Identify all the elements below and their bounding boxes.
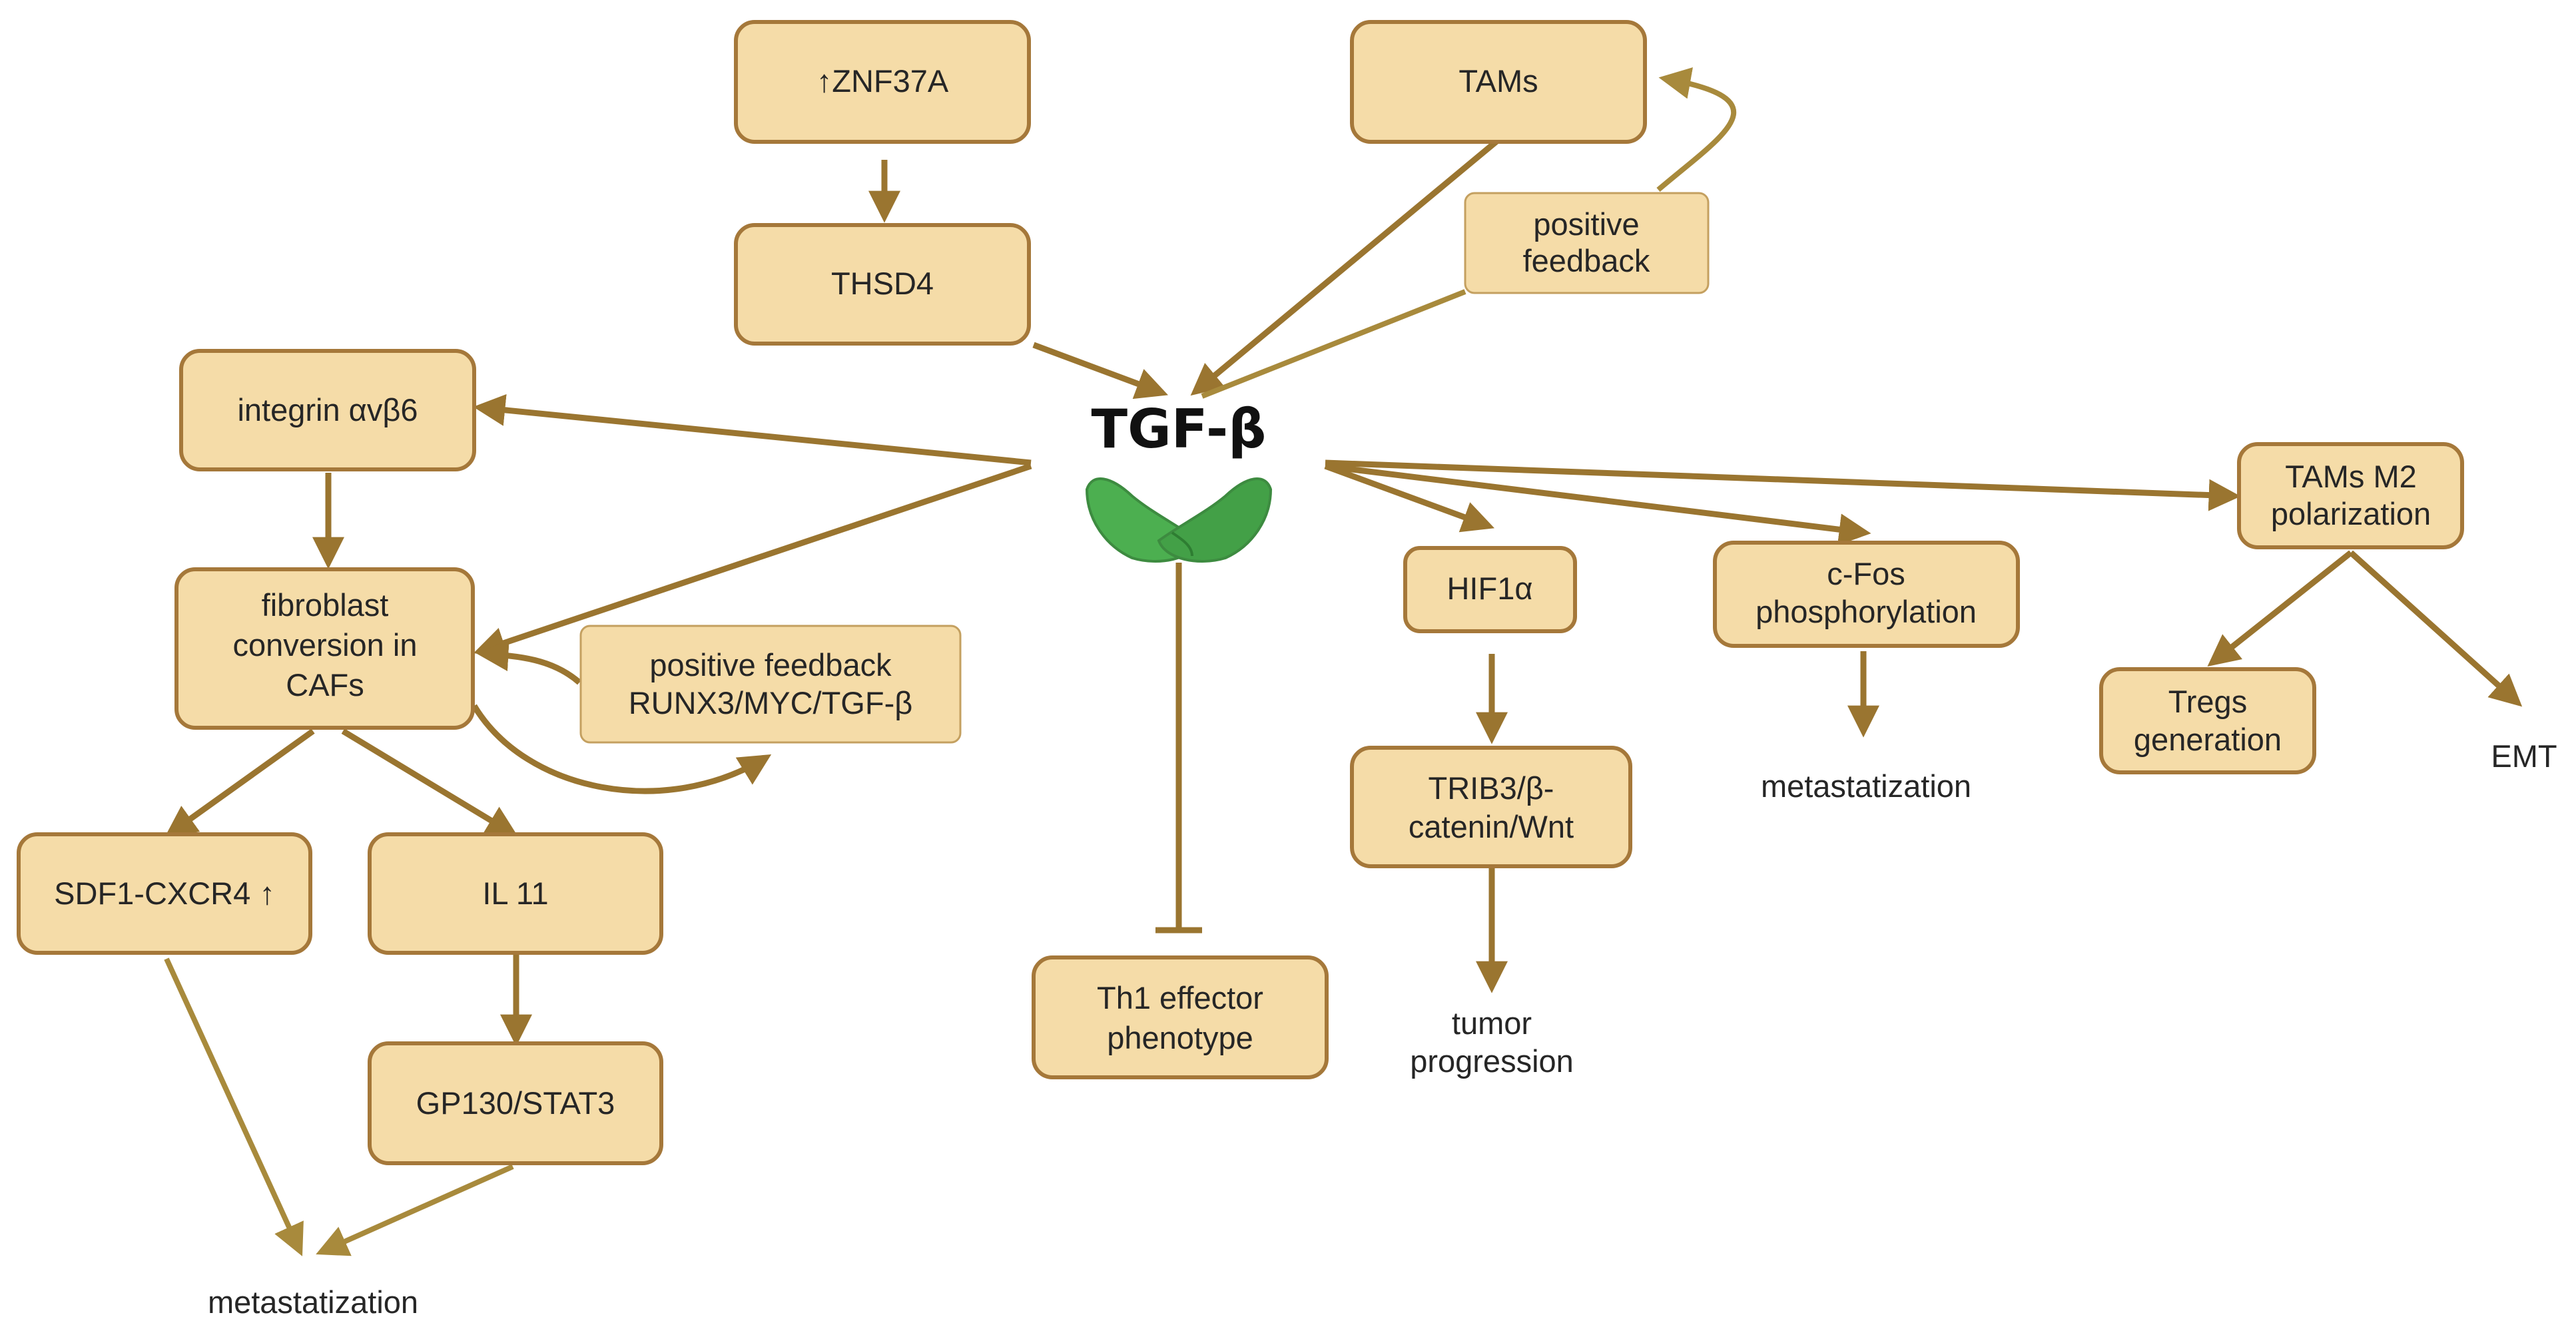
node-hif1a-label: HIF1α [1447,571,1532,606]
edge-fibroblast-sdf1 [164,728,315,838]
node-sdf1[interactable]: SDF1-CXCR4 ↑ [17,832,312,955]
node-positive-feedback-tams-line1: positive [1533,206,1639,242]
edge-feedback-tgfb [1201,289,1466,399]
inhibition-tgfb-th1 [1155,563,1202,934]
edge-tams-tgfb [1190,137,1500,396]
node-th1-line2: phenotype [1107,1020,1253,1055]
edge-feedback-tams [1656,67,1737,192]
node-trib3[interactable]: TRIB3/β- catenin/Wnt [1350,746,1632,868]
node-fibroblast[interactable]: fibroblast conversion in CAFs [174,567,475,730]
edge-tgfb-tams-m2 [1325,459,2241,511]
node-cfos-line2: phosphorylation [1756,594,1977,629]
node-th1[interactable]: Th1 effector phenotype [1032,955,1329,1079]
node-il11[interactable]: IL 11 [368,832,663,955]
node-fibroblast-line1: fibroblast [262,587,389,623]
node-trib3-line1: TRIB3/β- [1429,770,1554,806]
node-znf37a-label: ↑ZNF37A [816,63,949,99]
edge-tams-m2-emt [2348,550,2523,707]
node-tams-label: TAMs [1458,63,1538,99]
edge-tgfb-fibroblast [473,463,1032,659]
node-thsd4[interactable]: THSD4 [734,223,1031,346]
tgf-beta-title: TGF-β [1092,398,1267,460]
edge-fibroblast-runx3 [472,704,772,794]
node-thsd4-label: THSD4 [831,266,934,301]
receptor-icon [1085,477,1273,563]
tgf-beta-node[interactable]: TGF-β [1085,398,1273,563]
edge-gp130-metastatization [316,1164,514,1256]
node-metastatization-left: metastatization [208,1284,418,1320]
edge-tams-m2-tregs [2207,550,2353,667]
node-fibroblast-line2: conversion in [233,627,418,663]
edge-tgfb-hif1a [1324,463,1495,533]
node-positive-feedback-tams-line2: feedback [1523,243,1650,278]
node-trib3-line2: catenin/Wnt [1409,809,1574,844]
node-gp130-label: GP130/STAT3 [416,1085,615,1121]
node-cfos-line1: c-Fos [1827,556,1905,591]
edge-tgfb-integrin [473,394,1032,466]
edge-fibroblast-il11 [341,728,519,837]
node-fibroblast-line3: CAFs [286,667,364,702]
node-integrin-label: integrin αvβ6 [237,392,418,427]
node-hif1a[interactable]: HIF1α [1403,546,1577,633]
node-positive-feedback-runx3-line1: positive feedback [649,647,892,682]
node-tams[interactable]: TAMs [1350,20,1647,144]
node-integrin[interactable]: integrin αvβ6 [179,349,476,471]
node-tams-m2-line2: polarization [2271,496,2431,531]
node-sdf1-label: SDF1-CXCR4 ↑ [54,876,275,911]
edges [164,67,2523,1256]
edge-runx3-fibroblast [476,639,581,685]
edge-sdf1-metastatization [164,957,304,1256]
edge-thsd4-tgfb [1032,342,1168,400]
node-tregs[interactable]: Tregs generation [2099,667,2316,774]
node-tregs-line2: generation [2134,722,2282,757]
node-tregs-line1: Tregs [2168,684,2247,719]
node-positive-feedback-runx3-line2: RUNX3/MYC/TGF-β [629,685,913,720]
node-znf37a[interactable]: ↑ZNF37A [734,20,1031,144]
node-metastatization-mid: metastatization [1761,768,1971,804]
node-tumor-progression-line1: tumor [1452,1005,1532,1041]
node-positive-feedback-runx3[interactable]: positive feedback RUNX3/MYC/TGF-β [579,625,962,744]
node-positive-feedback-tams[interactable]: positive feedback [1464,192,1710,294]
node-il11-label: IL 11 [482,876,548,911]
node-gp130[interactable]: GP130/STAT3 [368,1041,663,1165]
node-emt: EMT [2491,738,2557,774]
node-th1-line1: Th1 effector [1097,980,1263,1015]
node-tams-m2[interactable]: TAMs M2 polarization [2237,442,2464,549]
node-cfos[interactable]: c-Fos phosphorylation [1713,541,2020,648]
node-tumor-progression-line2: progression [1410,1043,1574,1079]
node-tams-m2-line1: TAMs M2 [2285,459,2417,494]
edge-tgfb-cfos [1325,463,1871,546]
